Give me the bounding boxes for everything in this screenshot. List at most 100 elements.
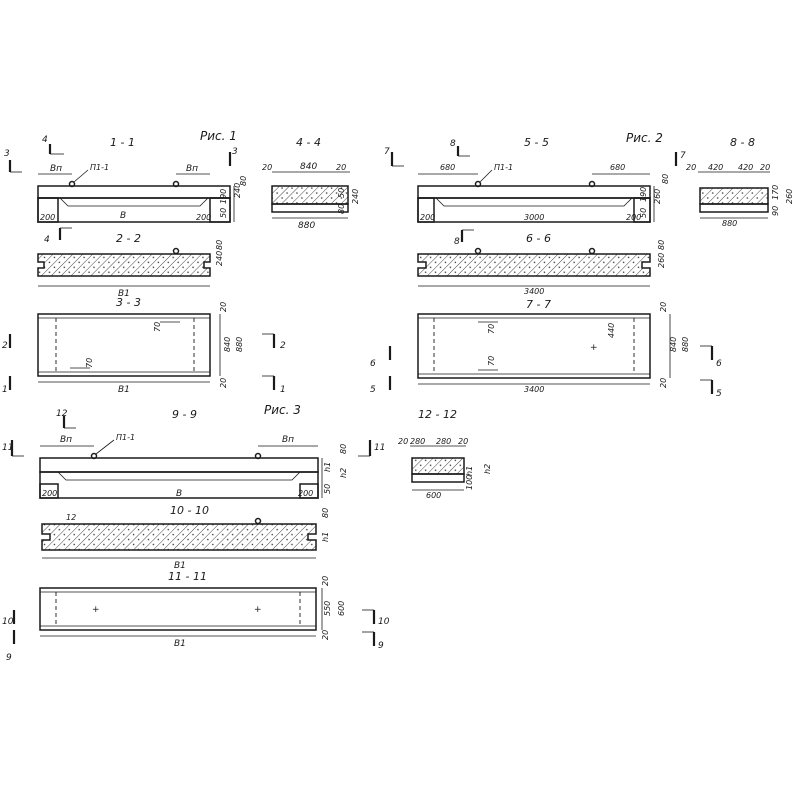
marker-4-bottom: 4	[44, 235, 50, 245]
section-4-4-title: 4 - 4	[296, 136, 321, 149]
cross-section-hatched	[417, 253, 651, 277]
dim-260: 260	[653, 189, 662, 204]
lifting-loop-right	[588, 180, 596, 188]
leader-line	[479, 169, 493, 183]
b-label: B	[176, 489, 182, 499]
lifting-loop	[254, 517, 262, 525]
section-4-4-view: 4 - 4 20 840 20 880 50 80 240	[262, 136, 360, 231]
bn-label-right: Bп	[186, 164, 198, 174]
dim-200-left: 200	[40, 213, 55, 222]
dim-880: 880	[298, 221, 315, 231]
lifting-loop-right	[254, 452, 262, 460]
dim-70: 70	[85, 358, 94, 368]
section-6-6-title: 6 - 6	[526, 232, 551, 245]
section-8-8-view: 8 - 8 20 420 420 20 880 170 90 260	[686, 136, 794, 228]
section-11-11-title: 11 - 11	[168, 570, 207, 583]
dim-240: 240	[233, 183, 242, 198]
dim-880: 880	[235, 337, 244, 352]
dim-70: 70	[487, 324, 496, 334]
dim-80: 80	[215, 240, 224, 250]
b1-label: B1	[118, 385, 130, 395]
bottom-rib	[411, 473, 465, 483]
section-12-12-view: 12 - 12 20 280 280 20 600 h1 100 h2	[398, 408, 492, 500]
end-support-right	[633, 197, 651, 223]
dim-90: 90	[771, 206, 780, 216]
h1-label: h1	[323, 462, 332, 472]
dim-170: 170	[771, 185, 780, 200]
dim-840: 840	[669, 337, 678, 352]
section-1-1-title: 1 - 1	[110, 136, 135, 149]
dim-20: 20	[321, 576, 330, 586]
dim-80: 80	[339, 444, 348, 454]
marker-8-bottom: 8	[454, 237, 460, 247]
dim-70: 70	[487, 356, 496, 366]
section-5-5-title: 5 - 5	[524, 136, 549, 149]
dim-880: 880	[722, 219, 737, 228]
dim-260: 260	[657, 253, 666, 268]
dim-190: 190	[219, 189, 228, 204]
dim-280-right: 280	[436, 437, 451, 446]
center-cross: +	[590, 343, 598, 353]
section-10-10-view: 10 - 10 12 B1 80 h1	[41, 504, 330, 571]
marker-1-left: 1	[2, 385, 8, 395]
dim-80: 80	[337, 204, 346, 214]
lifting-loop-right	[172, 180, 180, 188]
dim-550: 550	[323, 601, 332, 616]
dim-600: 600	[337, 601, 346, 616]
section-9-9-title: 9 - 9	[172, 408, 197, 421]
dim-20-right: 20	[336, 163, 346, 172]
dim-80: 80	[657, 240, 666, 250]
figure-2-title: Рис. 2	[626, 131, 663, 145]
dim-100: 100	[465, 475, 474, 490]
plan-outline	[37, 313, 211, 377]
section-2-2-view: 2 - 2 B1 240 80	[37, 232, 224, 299]
dim-440: 440	[607, 323, 616, 338]
rib-chamfer	[57, 471, 301, 481]
dim-240: 240	[215, 251, 224, 266]
marker-7-right: 7	[680, 151, 686, 161]
marker-10-right: 10	[378, 617, 390, 627]
dim-20-right: 20	[760, 163, 770, 172]
dim-200-right: 200	[196, 213, 211, 222]
section-7-7-title: 7 - 7	[526, 298, 551, 311]
leader-line	[73, 169, 89, 183]
end-support-left	[37, 197, 59, 223]
marker-11-right: 11	[374, 443, 385, 453]
marker-6-left: 6	[370, 359, 376, 369]
dim-3400: 3400	[524, 385, 544, 394]
dim-190: 190	[639, 187, 648, 202]
marker-12: 12	[56, 409, 68, 419]
b1-label: B1	[118, 289, 130, 299]
cross-section-hatched	[41, 523, 317, 551]
dim-20: 20	[659, 302, 668, 312]
end-support-left	[39, 483, 59, 499]
figure-2: Рис. 2 5 - 5 П1-1 680 680 200 3000 200 2…	[370, 131, 794, 399]
loop-label: П1-1	[90, 163, 109, 172]
dim-680-right: 680	[610, 163, 625, 172]
slab-outline	[417, 185, 651, 199]
lifting-loop-left	[90, 452, 98, 460]
bottom-rib	[271, 203, 349, 213]
marker-3-left: 3	[4, 149, 10, 159]
marker-4-top: 4	[42, 135, 48, 145]
section-2-2-title: 2 - 2	[116, 232, 141, 245]
plan-outline	[417, 313, 651, 379]
dim-260: 260	[785, 189, 794, 204]
marker-3-right: 3	[232, 147, 238, 157]
dim-200-right: 200	[626, 213, 641, 222]
loop-cross-left: +	[92, 605, 100, 615]
section-10-10-title: 10 - 10	[170, 504, 209, 517]
slab-outline	[37, 185, 231, 199]
marker-7-left: 7	[384, 147, 390, 157]
dim-240: 240	[351, 189, 360, 204]
dim-20: 20	[321, 630, 330, 640]
marker-6-right: 6	[716, 359, 722, 369]
dim-20-left: 20	[686, 163, 696, 172]
b1-label: B1	[174, 639, 186, 649]
h1-label: h1	[465, 466, 474, 476]
figure-1: Рис. 1 1 - 1 П1-1 Bп Bп 200 B 200 240 80…	[2, 129, 360, 395]
dim-3400: 3400	[524, 287, 544, 296]
marker-11-left: 11	[2, 443, 13, 453]
dim-50: 50	[323, 484, 332, 494]
